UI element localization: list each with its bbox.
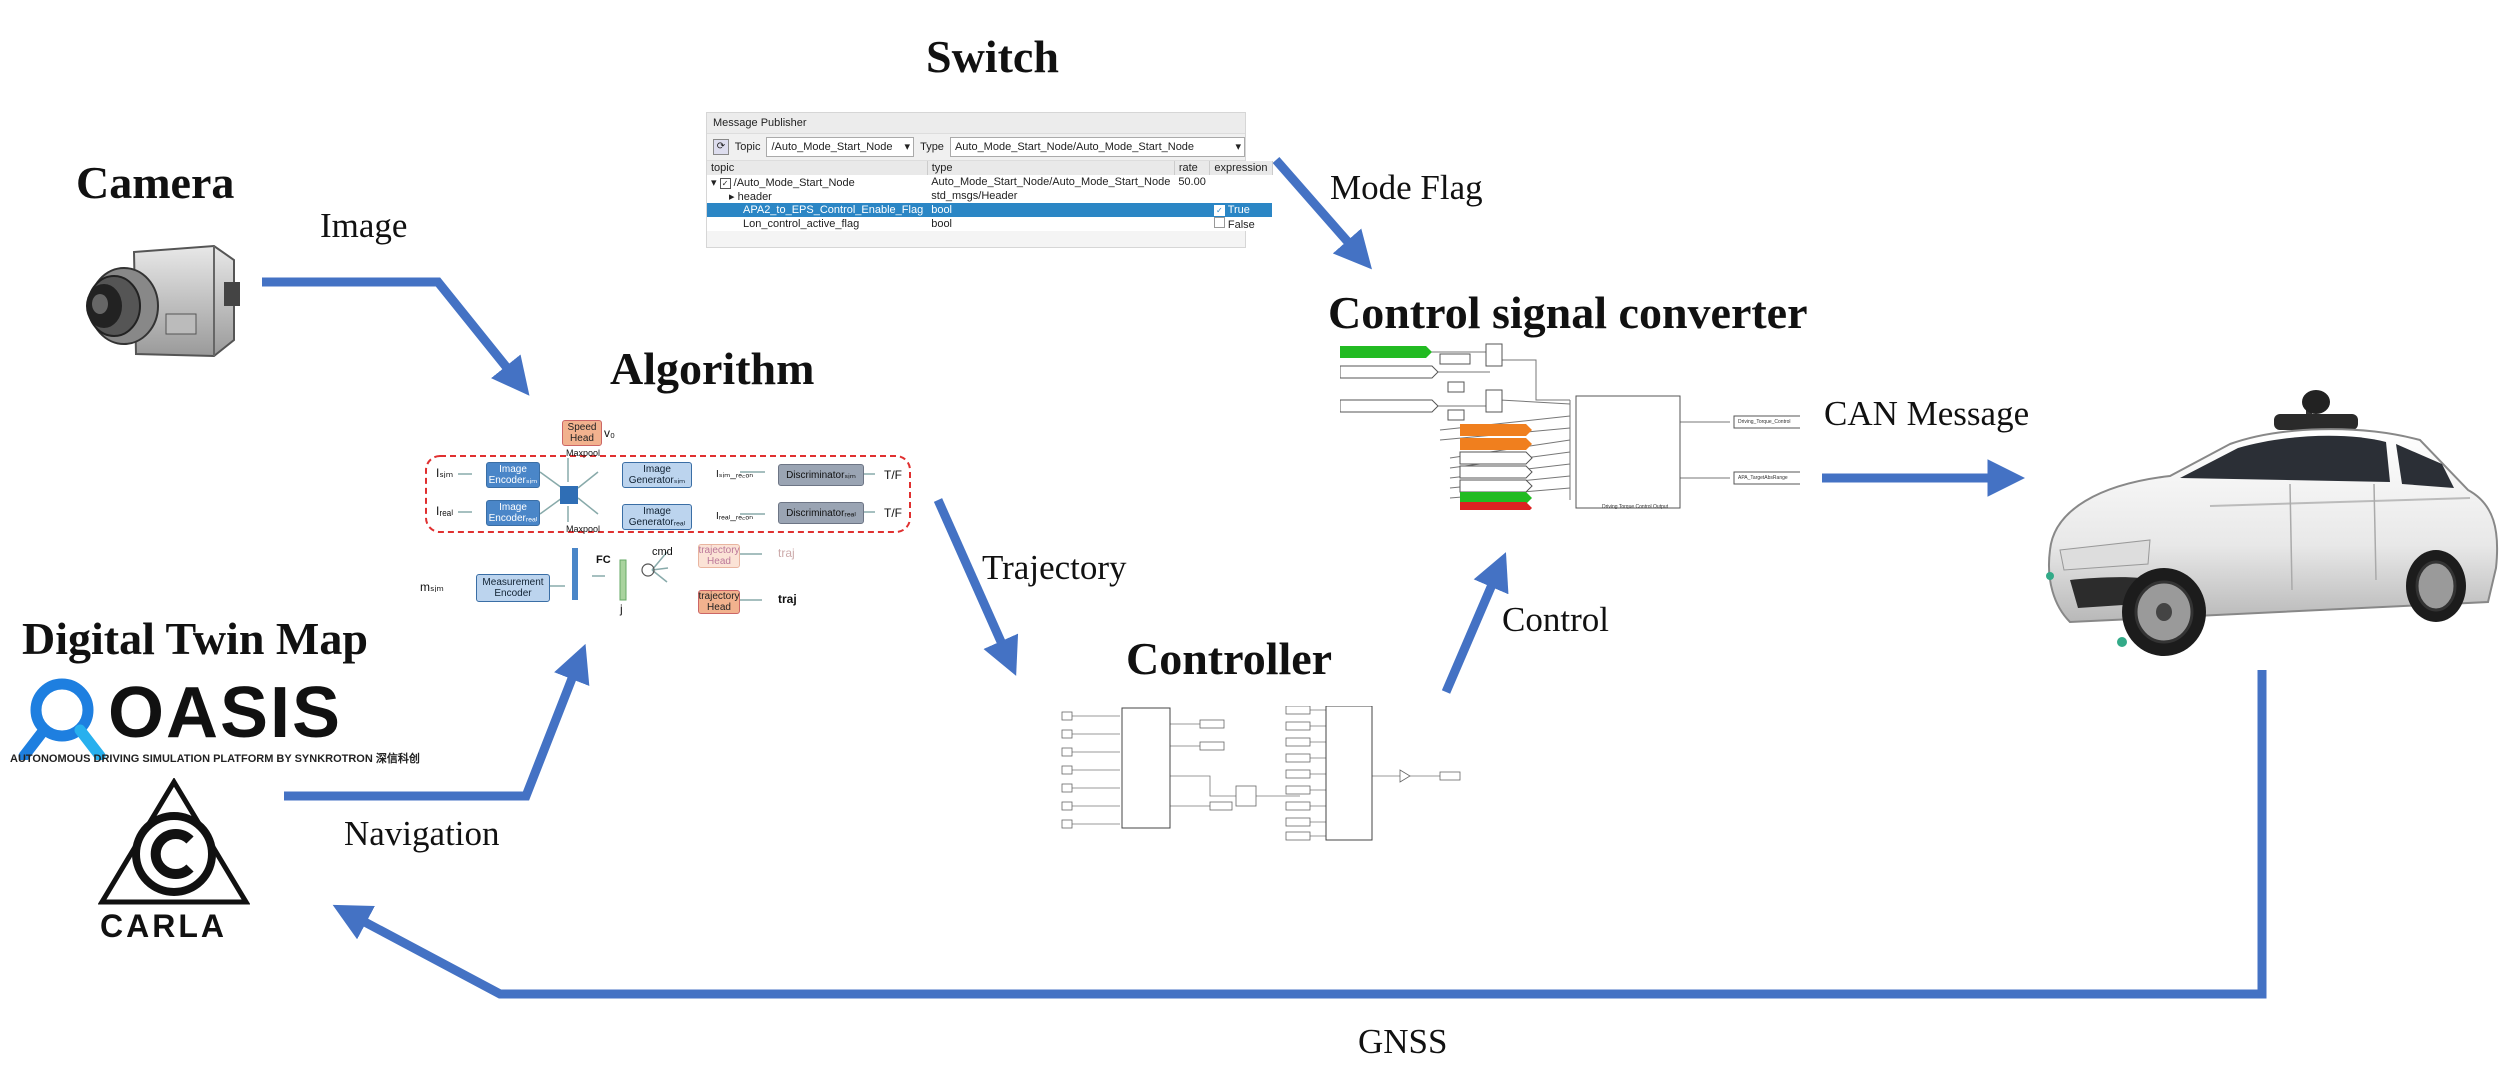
type-label: Type <box>920 141 944 153</box>
refresh-icon[interactable]: ⟳ <box>713 139 729 155</box>
arrow-gnss-loop <box>332 670 2267 999</box>
table-row-selected[interactable]: APA2_to_EPS_Control_Enable_Flag bool ✓ T… <box>707 203 1273 217</box>
carla-logo <box>98 778 250 905</box>
converter-wires <box>1340 343 1800 510</box>
image-generator-real: Image Generatorᵣₑₐₗ <box>622 504 692 530</box>
i-real-recon-label: Iᵣₑₐₗ_ᵣₑ꜀ₒₙ <box>716 511 754 522</box>
image-encoder-real: Image Encoderᵣₑₐₗ <box>486 500 540 526</box>
i-real-label: Iᵣₑₐₗ <box>436 504 454 518</box>
m-sim-label: mₛᵢₘ <box>420 580 444 594</box>
topic-select[interactable]: /Auto_Mode_Start_Node▾ <box>766 137 915 157</box>
oasis-logo <box>18 678 106 760</box>
fc-label: FC <box>596 554 611 566</box>
table-row[interactable]: ▸ header std_msgs/Header <box>729 190 1018 203</box>
converter-schematic: Driving Torque Control Output Driving_To… <box>1340 340 1800 510</box>
switch-title: Switch <box>926 31 1059 82</box>
maxpool-bottom-label: Maxpool <box>566 524 601 534</box>
label-mode-flag: Mode Flag <box>1330 168 1483 207</box>
col-expression[interactable]: expression <box>1209 161 1273 175</box>
camera-icon <box>86 244 240 358</box>
j-label: j <box>620 602 623 616</box>
measurement-encoder: Measurement Encoder <box>476 574 550 602</box>
arrow-algorithm-to-controller <box>933 498 1019 676</box>
expand-down-icon: ▾ <box>711 176 717 189</box>
arrow-controller-to-converter <box>1441 552 1509 694</box>
label-can-message: CAN Message <box>1824 394 2030 433</box>
controller-title: Controller <box>1126 633 1333 684</box>
type-select[interactable]: Auto_Mode_Start_Node/Auto_Mode_Start_Nod… <box>949 137 1246 157</box>
checkbox-checked: ✓ <box>719 177 731 189</box>
maxpool-top-label: Maxpool <box>566 448 601 458</box>
tf-real-label: T/F <box>884 506 902 520</box>
converter-out-signal-2: APA_TargetAbsRange <box>1738 475 1788 481</box>
checkbox-false <box>1213 217 1225 228</box>
image-encoder-sim: Image Encoderₛᵢₘ <box>486 462 540 488</box>
topic-label: Topic <box>734 141 761 153</box>
table-row[interactable]: Lon_control_active_flag bool False <box>743 217 1255 231</box>
arrow-camera-to-algorithm <box>262 277 530 396</box>
label-navigation: Navigation <box>344 814 500 853</box>
camera-title: Camera <box>76 157 235 208</box>
traj-label: traj <box>778 592 797 606</box>
discriminator-sim: Discriminatorₛᵢₘ <box>778 464 864 486</box>
col-topic[interactable]: topic <box>707 161 928 175</box>
col-type[interactable]: type <box>927 161 1175 175</box>
controller-schematic <box>1061 706 1461 841</box>
label-image: Image <box>320 206 408 245</box>
tf-sim-label: T/F <box>884 468 902 482</box>
publisher-table: topic type rate expression ▾ ✓ /Auto_Mod… <box>707 161 1273 231</box>
message-publisher-panel: Message Publisher ⟳ Topic /Auto_Mode_Sta… <box>706 112 1273 248</box>
label-control: Control <box>1502 600 1609 639</box>
label-trajectory: Trajectory <box>982 548 1127 587</box>
col-rate[interactable]: rate <box>1174 161 1211 175</box>
image-generator-sim: Image Generatorₛᵢₘ <box>622 462 692 488</box>
carla-wordmark: CARLA <box>100 908 227 944</box>
trajectory-head-faded: trajectory Head <box>698 544 740 568</box>
expand-right-icon: ▸ <box>729 190 735 203</box>
speed-head-block: Speed Head <box>562 420 602 446</box>
publisher-titlebar: Message Publisher <box>707 113 1245 134</box>
table-row[interactable]: ▾ ✓ /Auto_Mode_Start_Node Auto_Mode_Star… <box>711 176 1206 189</box>
cmd-label: cmd <box>652 546 673 558</box>
publisher-title: Message Publisher <box>713 117 807 129</box>
oasis-tagline: AUTONOMOUS DRIVING SIMULATION PLATFORM B… <box>10 753 420 765</box>
converter-title: Control signal converter <box>1328 287 1808 338</box>
arrow-switch-to-converter <box>1272 157 1372 270</box>
trajectory-head: trajectory Head <box>698 590 740 614</box>
autonomous-car-image <box>2046 390 2499 656</box>
algorithm-title: Algorithm <box>610 343 815 394</box>
oasis-wordmark: OASIS <box>108 673 343 753</box>
converter-block-label: Driving Torque Control Output <box>1602 504 1669 510</box>
converter-out-signal-1: Driving_Torque_Control <box>1738 419 1791 425</box>
algorithm-diagram: Speed Head v₀ Maxpool Maxpool Iₛᵢₘ Iᵣₑₐₗ… <box>420 420 920 620</box>
label-gnss: GNSS <box>1358 1022 1448 1061</box>
checkbox-true: ✓ <box>1213 205 1225 216</box>
v-out-label: v₀ <box>604 426 615 440</box>
arrow-navigation-to-algorithm <box>284 643 590 801</box>
digital-twin-title: Digital Twin Map <box>22 613 368 664</box>
traj-faded-label: traj <box>778 546 795 560</box>
i-sim-recon-label: Iₛᵢₘ_ᵣₑ꜀ₒₙ <box>716 469 754 480</box>
i-sim-label: Iₛᵢₘ <box>436 466 454 480</box>
discriminator-real: Discriminatorᵣₑₐₗ <box>778 502 864 524</box>
